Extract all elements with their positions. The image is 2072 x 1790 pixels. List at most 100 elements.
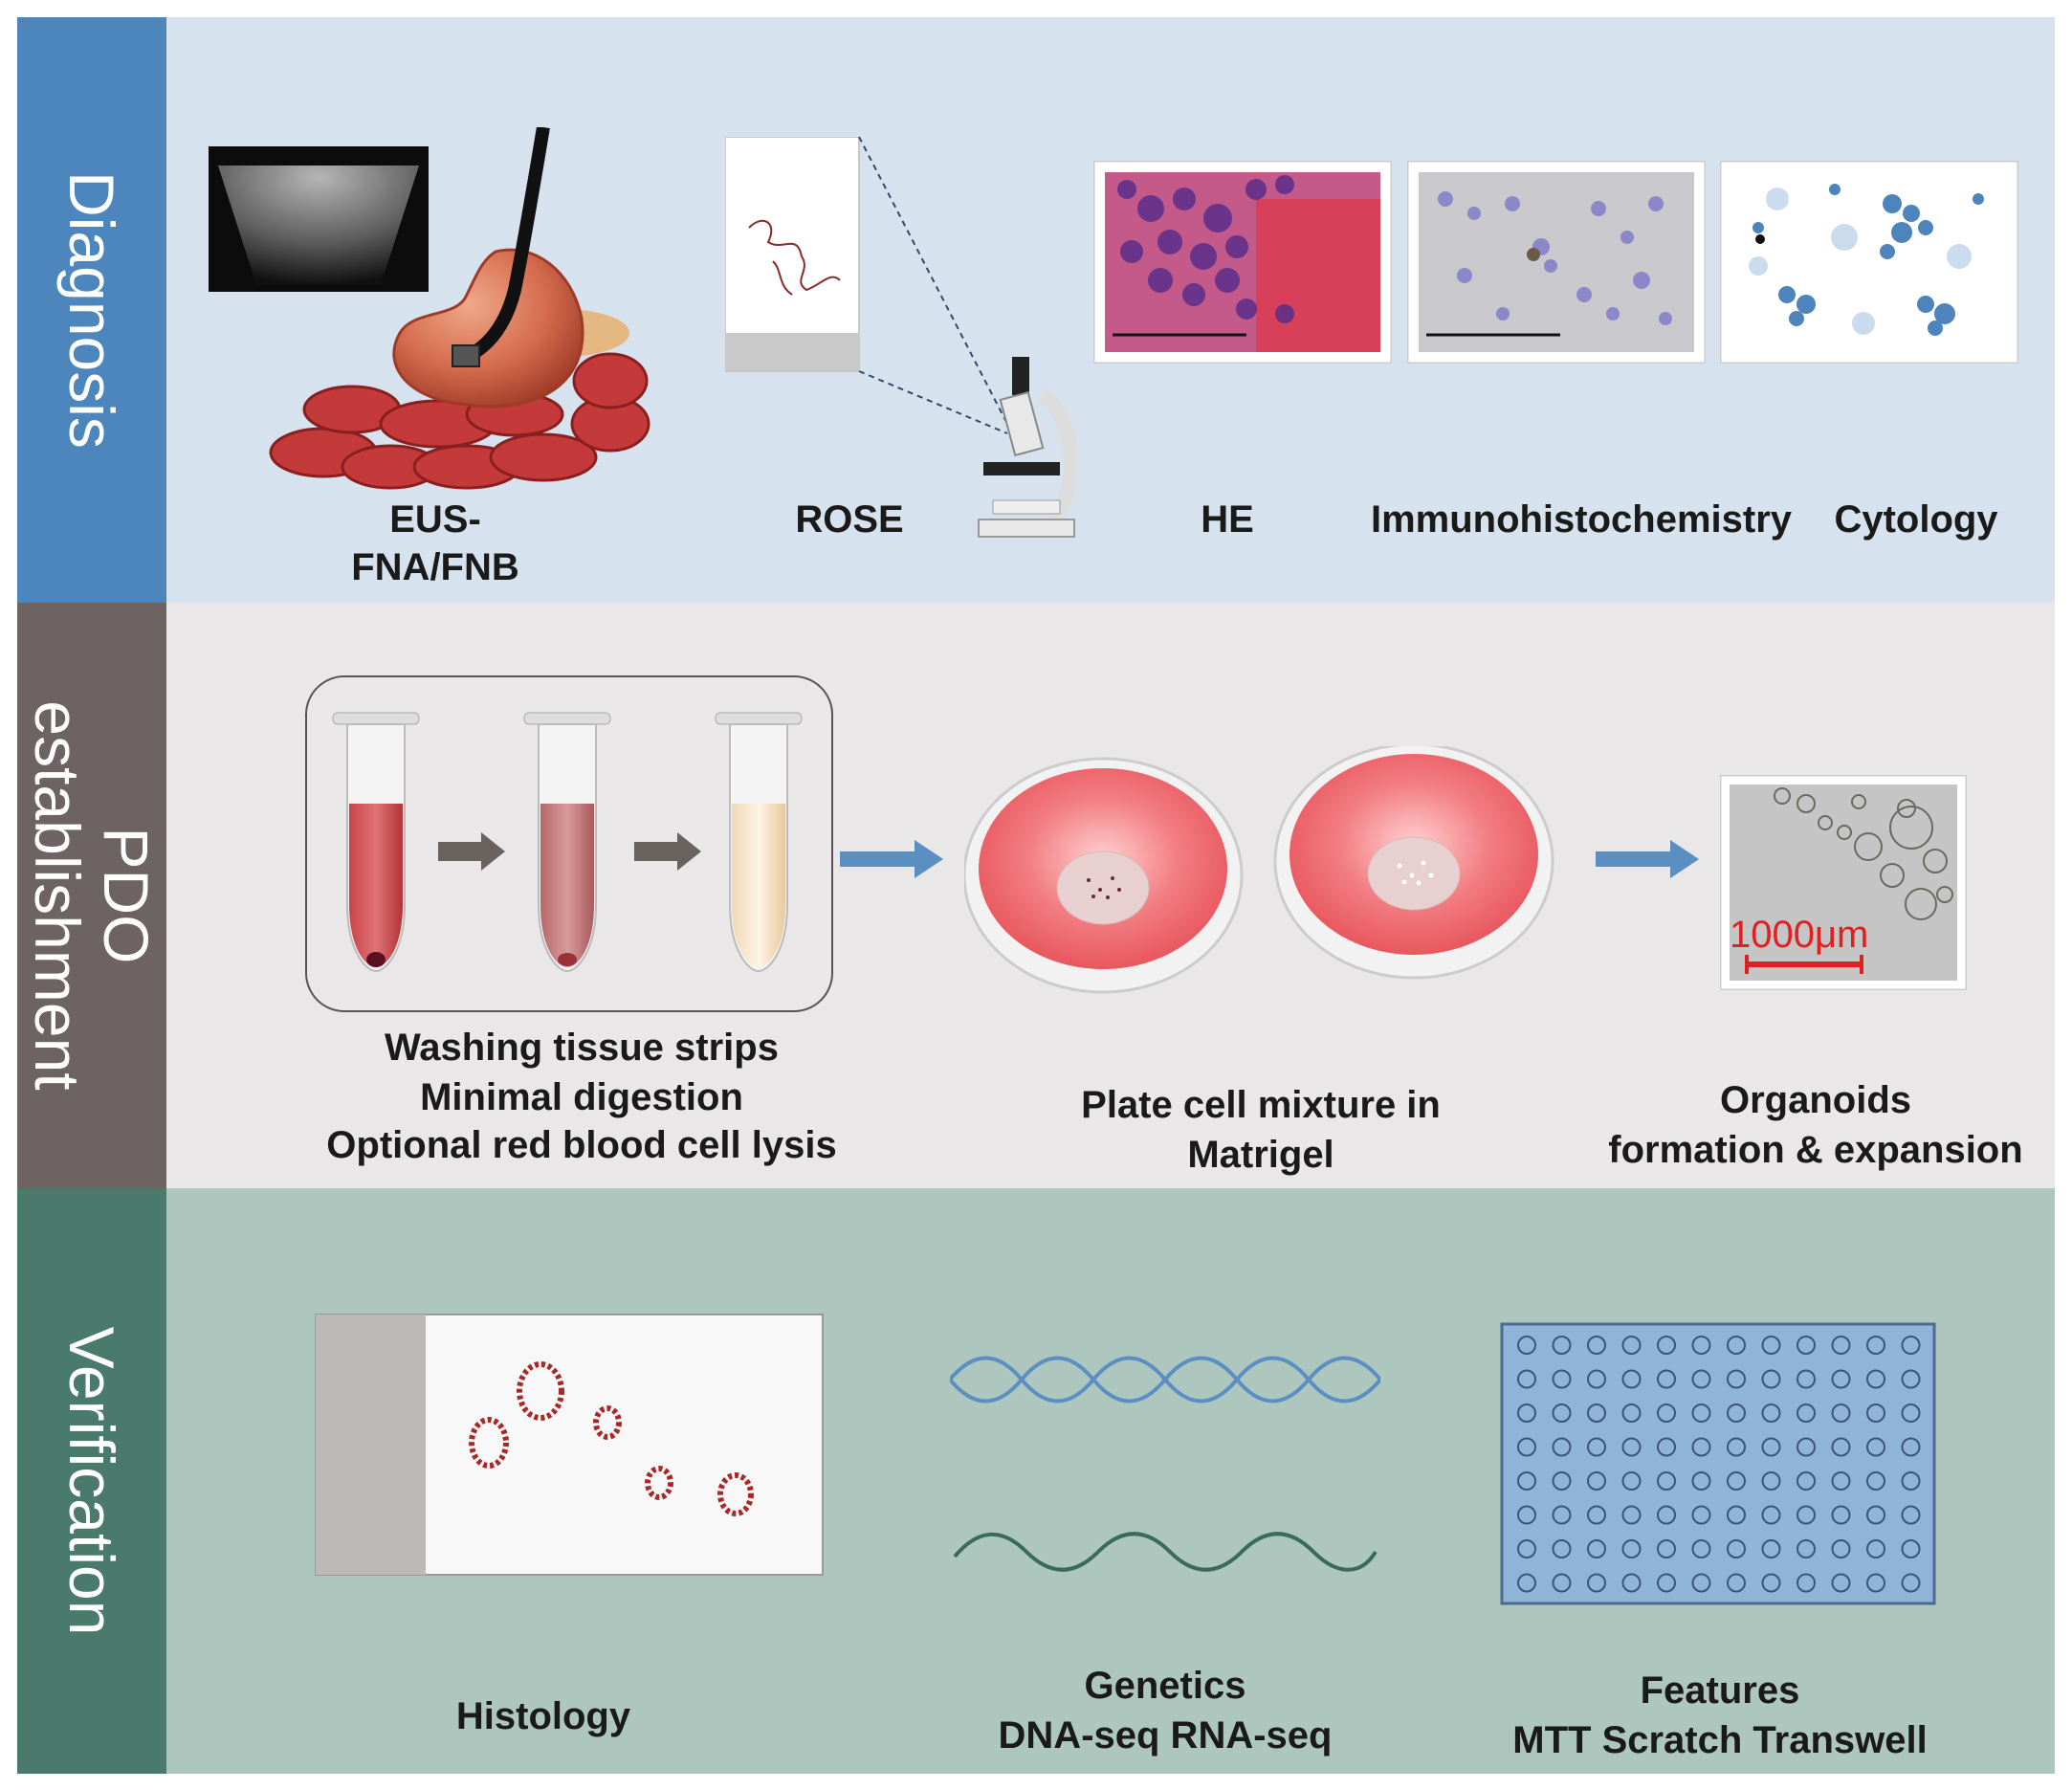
- well: [1831, 1403, 1851, 1423]
- well: [1866, 1336, 1885, 1355]
- well: [1517, 1573, 1536, 1593]
- endoscope: [463, 127, 550, 364]
- well: [1831, 1437, 1851, 1457]
- step1-line-1: Washing tissue strips: [385, 1027, 779, 1069]
- well: [1866, 1403, 1885, 1423]
- well: [1552, 1573, 1572, 1593]
- eus-label-1: EUS-: [389, 498, 481, 541]
- well: [1901, 1539, 1921, 1558]
- well: [1901, 1369, 1921, 1389]
- well: [1901, 1505, 1921, 1525]
- well: [1552, 1336, 1572, 1355]
- well: [1587, 1505, 1606, 1525]
- tubes-illustration: [305, 675, 833, 1012]
- well: [1587, 1403, 1606, 1423]
- well: [1621, 1539, 1642, 1558]
- dna-helix-strand-2: [950, 1356, 1380, 1403]
- well: [1621, 1573, 1642, 1593]
- well: [1691, 1369, 1711, 1389]
- well: [1727, 1336, 1746, 1355]
- well: [1621, 1369, 1642, 1389]
- well: [1796, 1471, 1816, 1491]
- pdo-title: PDO establishment: [22, 700, 162, 1091]
- well: [1727, 1437, 1746, 1457]
- eus-label-2: FNA/FNB: [351, 546, 519, 588]
- features-line-2: MTT Scratch Transwell: [1512, 1719, 1928, 1761]
- well: [1657, 1369, 1676, 1389]
- well: [1517, 1437, 1536, 1457]
- well: [1866, 1369, 1885, 1389]
- well: [1796, 1369, 1816, 1389]
- he-image: [1093, 161, 1392, 364]
- well: [1657, 1437, 1676, 1457]
- ihc-label: Immunohistochemistry: [1370, 498, 1793, 541]
- well: [1657, 1539, 1676, 1558]
- well: [1761, 1369, 1781, 1389]
- well: [1761, 1471, 1781, 1491]
- tube-2: [523, 712, 611, 973]
- well: [1587, 1471, 1606, 1491]
- tube-3: [715, 712, 803, 973]
- step3-line-2: formation & expansion: [1608, 1129, 2023, 1171]
- well: [1901, 1573, 1921, 1593]
- histology-slide: [315, 1314, 824, 1576]
- well: [1657, 1336, 1676, 1355]
- well: [1691, 1403, 1711, 1423]
- well: [1552, 1403, 1572, 1423]
- well: [1691, 1539, 1711, 1558]
- ihc-image: [1407, 161, 1706, 364]
- step2-line-1: Plate cell mixture in: [1081, 1084, 1441, 1126]
- stomach: [392, 248, 584, 409]
- cytology-label: Cytology: [1834, 498, 1998, 541]
- histology-label: Histology: [455, 1695, 631, 1737]
- well: [1727, 1539, 1746, 1558]
- well: [1587, 1369, 1606, 1389]
- well-plate: [1500, 1322, 1936, 1605]
- well: [1657, 1505, 1676, 1525]
- verification-tab: Verification: [17, 1188, 166, 1774]
- dish-1: [964, 757, 1244, 994]
- well: [1866, 1505, 1885, 1525]
- well: [1901, 1471, 1921, 1491]
- gray-arrow-2: [634, 832, 701, 871]
- pdo-title-line-2: establishment: [22, 700, 93, 1091]
- well: [1761, 1573, 1781, 1593]
- well: [1621, 1471, 1642, 1491]
- eus-illustration: [209, 127, 650, 490]
- cytology-image: [1720, 161, 2018, 364]
- well: [1831, 1336, 1851, 1355]
- well: [1761, 1505, 1781, 1525]
- verification-panel: Verification Histology Genetics DNA-seq …: [17, 1188, 2055, 1774]
- gray-arrow-1: [438, 832, 505, 871]
- well: [1727, 1505, 1746, 1525]
- well: [1831, 1539, 1851, 1558]
- step3-line-1: Organoids: [1719, 1079, 1912, 1121]
- well: [1691, 1573, 1711, 1593]
- well: [1517, 1471, 1536, 1491]
- well: [1517, 1336, 1536, 1355]
- diagnosis-tab: Diagnosis: [17, 17, 166, 603]
- well: [1761, 1437, 1781, 1457]
- well: [1727, 1573, 1746, 1593]
- step1-line-3: Optional red blood cell lysis: [326, 1124, 837, 1166]
- well: [1517, 1505, 1536, 1525]
- well: [1552, 1471, 1572, 1491]
- well: [1727, 1471, 1746, 1491]
- well: [1587, 1573, 1606, 1593]
- well: [1796, 1437, 1816, 1457]
- well: [1587, 1437, 1606, 1457]
- blue-arrow-2: [1596, 840, 1699, 878]
- well: [1552, 1505, 1572, 1525]
- well: [1866, 1437, 1885, 1457]
- well: [1761, 1336, 1781, 1355]
- well: [1621, 1437, 1642, 1457]
- well: [1901, 1403, 1921, 1423]
- intestines: [269, 352, 650, 490]
- well: [1517, 1539, 1536, 1558]
- well: [1657, 1471, 1676, 1491]
- slide: [725, 137, 860, 372]
- well: [1831, 1369, 1851, 1389]
- well: [1796, 1505, 1816, 1525]
- well: [1691, 1437, 1711, 1457]
- step2-line-2: Matrigel: [1187, 1134, 1334, 1176]
